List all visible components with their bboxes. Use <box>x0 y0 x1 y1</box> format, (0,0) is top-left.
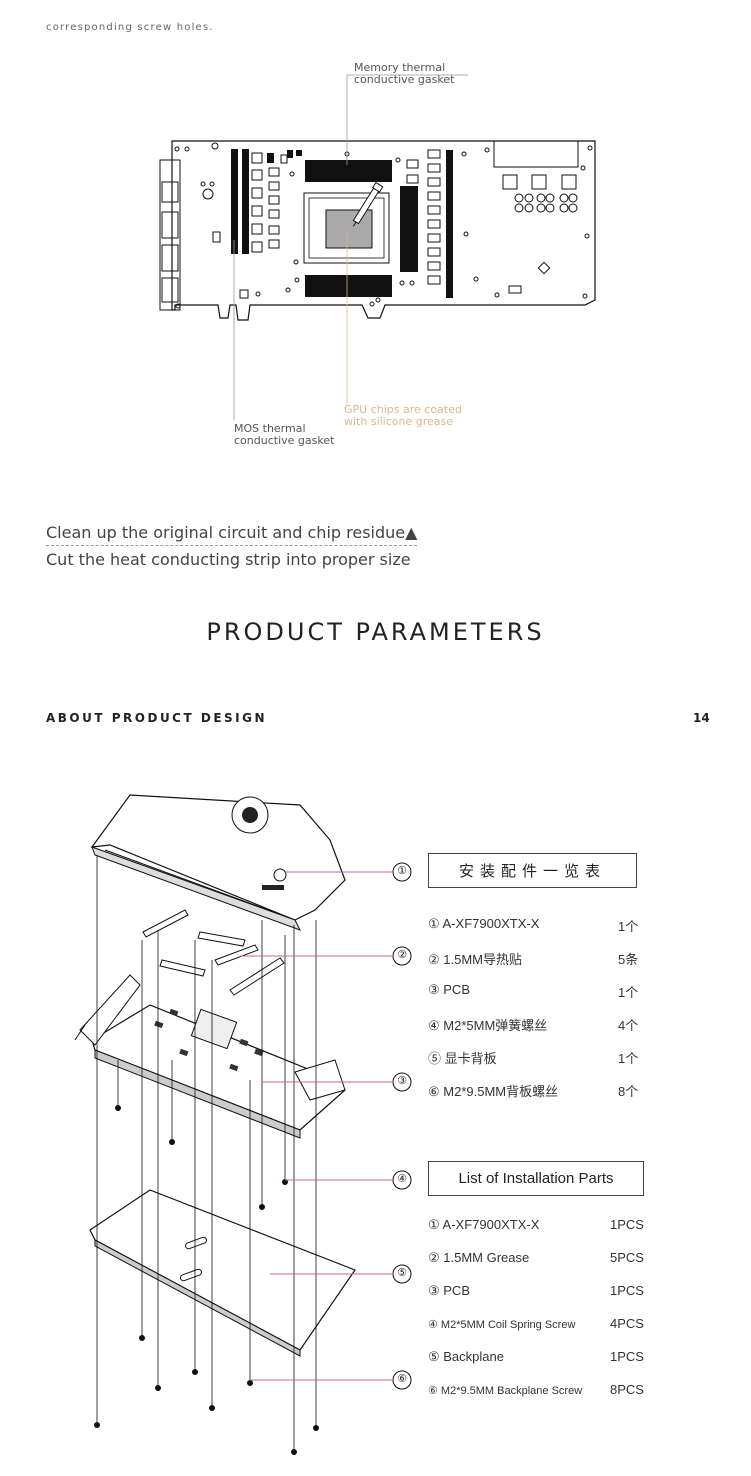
marker-4: ④ <box>397 1172 407 1185</box>
part-qty: 1个 <box>618 1051 639 1066</box>
gpu-callout: GPU chips are coated with silicone greas… <box>344 404 462 428</box>
parts-cn-row: ④ M2*5MM弹簧螺丝 4个 <box>428 1015 638 1034</box>
mos-callout-line2: conductive gasket <box>234 434 335 447</box>
gpu-callout-line1: GPU chips are coated <box>344 403 462 416</box>
part-name: ① A-XF7900XTX-X <box>428 916 540 931</box>
part-qty: 1PCS <box>610 1283 644 1298</box>
parts-cn-row: ② 1.5MM导热贴 5条 <box>428 949 638 968</box>
top-note: corresponding screw holes. <box>46 22 214 33</box>
parts-cn-row: ⑥ M2*9.5MM背板螺丝 8个 <box>428 1081 638 1100</box>
water-block <box>90 794 346 921</box>
part-name: ③ PCB <box>428 1283 470 1298</box>
part-name: ① A-XF7900XTX-X <box>428 1217 540 1232</box>
part-qty: 1个 <box>618 985 639 1000</box>
memory-gasket-bottom <box>305 275 392 297</box>
part-qty: 8个 <box>618 1084 639 1099</box>
section-title: PRODUCT PARAMETERS <box>206 618 545 646</box>
instruction-cut: Cut the heat conducting strip into prope… <box>46 550 411 569</box>
memory-callout-line1: Memory thermal <box>354 61 446 74</box>
mos-gasket-right <box>400 186 418 272</box>
mos-callout: MOS thermal conductive gasket <box>234 423 334 447</box>
part-name: ② 1.5MM导热贴 <box>428 952 522 967</box>
pcb-diagram <box>159 74 596 420</box>
parts-en-row: ① A-XF7900XTX-X 1PCS <box>428 1217 644 1233</box>
mos-callout-line1: MOS thermal <box>234 422 306 435</box>
parts-en-title: List of Installation Parts <box>428 1161 644 1196</box>
parts-en-row: ⑥ M2*9.5MM Backplane Screw 8PCS <box>428 1382 644 1397</box>
part-name: ④ M2*5MM Coil Spring Screw <box>428 1319 576 1331</box>
parts-cn-row: ③ PCB 1个 <box>428 982 638 1000</box>
parts-cn-row: ⑤ 显卡背板 1个 <box>428 1048 638 1067</box>
parts-en-row: ② 1.5MM Grease 5PCS <box>428 1250 644 1266</box>
marker-3: ③ <box>397 1074 407 1087</box>
part-qty: 8PCS <box>610 1382 644 1397</box>
part-name: ⑤ Backplane <box>428 1349 504 1364</box>
memory-callout-line2: conductive gasket <box>354 73 455 86</box>
parts-en-row: ④ M2*5MM Coil Spring Screw 4PCS <box>428 1316 644 1331</box>
part-qty: 1PCS <box>610 1217 644 1232</box>
about-label: ABOUT PRODUCT DESIGN <box>46 711 268 725</box>
part-name: ③ PCB <box>428 982 470 997</box>
gpu-die <box>325 209 373 249</box>
marker-2: ② <box>397 948 407 961</box>
part-qty: 5条 <box>618 952 639 967</box>
page-number: 14 <box>693 711 710 725</box>
part-qty: 4PCS <box>610 1316 644 1331</box>
marker-1: ① <box>397 864 407 877</box>
part-name: ② 1.5MM Grease <box>428 1250 530 1265</box>
marker-6: ⑥ <box>397 1372 407 1385</box>
memory-callout: Memory thermal conductive gasket <box>354 62 454 86</box>
part-qty: 1个 <box>618 919 639 934</box>
backplane <box>89 1189 356 1351</box>
part-name: ⑥ M2*9.5MM Backplane Screw <box>428 1385 583 1397</box>
gpu-callout-line2: with silicone grease <box>344 415 454 428</box>
part-name: ④ M2*5MM弹簧螺丝 <box>428 1018 548 1033</box>
part-qty: 1PCS <box>610 1349 644 1364</box>
mos-gasket-left <box>231 149 238 254</box>
memory-gasket-top <box>305 160 392 182</box>
instruction-clean: Clean up the original circuit and chip r… <box>46 523 418 546</box>
parts-cn-title: 安装配件一览表 <box>428 853 637 888</box>
part-qty: 4个 <box>618 1018 639 1033</box>
exploded-diagram <box>74 794 412 1455</box>
parts-cn-row: ① A-XF7900XTX-X 1个 <box>428 916 638 934</box>
parts-en-row: ⑤ Backplane 1PCS <box>428 1349 644 1365</box>
marker-5: ⑤ <box>397 1266 407 1279</box>
part-name: ⑤ 显卡背板 <box>428 1051 497 1066</box>
part-qty: 5PCS <box>610 1250 644 1265</box>
part-name: ⑥ M2*9.5MM背板螺丝 <box>428 1084 559 1099</box>
parts-en-row: ③ PCB 1PCS <box>428 1283 644 1299</box>
pcb-outline <box>171 140 596 321</box>
memory-leader <box>346 74 468 165</box>
